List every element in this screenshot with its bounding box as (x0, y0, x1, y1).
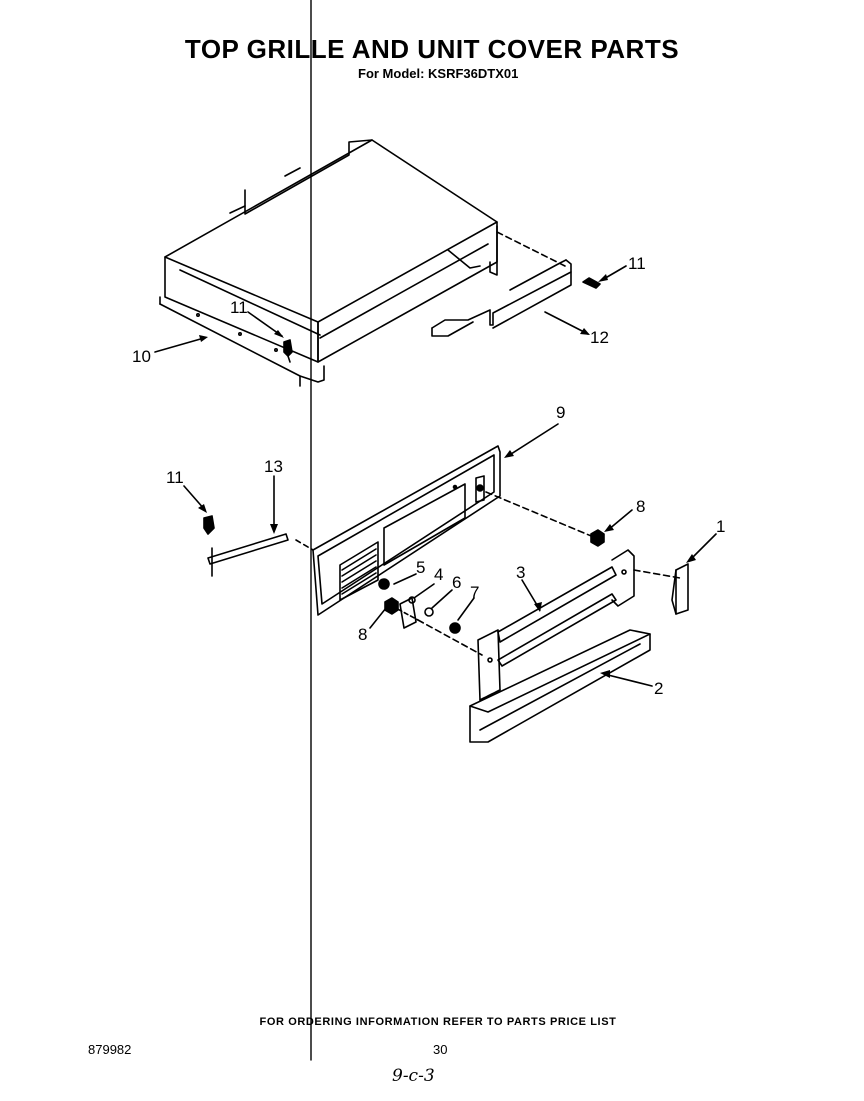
callout-label: 10 (132, 347, 151, 366)
bracket-part (431, 259, 572, 337)
document-number: 879982 (88, 1042, 132, 1057)
screw-part (582, 277, 601, 289)
callout-label: 2 (654, 679, 663, 698)
handwritten-note: 9-c-3 (392, 1066, 435, 1086)
spacer-part (408, 596, 416, 604)
callout-label: 6 (452, 573, 461, 592)
callout-label: 12 (590, 328, 609, 347)
callout-label: 11 (166, 468, 184, 487)
rod-part (207, 533, 289, 577)
grille-panel-part (312, 445, 501, 616)
model-number: For Model: KSRF36DTX01 (358, 66, 519, 81)
callout-label: 9 (556, 403, 565, 422)
screw-part (378, 578, 390, 590)
callout-label: 13 (264, 457, 283, 476)
callout-label: 8 (636, 497, 645, 516)
callout-label: 1 (716, 517, 725, 536)
page-title: TOP GRILLE AND UNIT COVER PARTS (184, 34, 680, 64)
leader-arrowheads (198, 274, 696, 678)
nut-part (449, 622, 461, 634)
callout-label: 11 (628, 254, 646, 273)
callout-label: 8 (358, 625, 367, 644)
washer-part (424, 607, 434, 617)
screw-part (203, 515, 215, 535)
end-bracket-part (671, 563, 689, 615)
callout-label: 5 (416, 558, 425, 577)
screw-part (283, 339, 293, 363)
page-number: 30 (433, 1042, 448, 1057)
washer-part (399, 597, 417, 629)
callout-labels: 11 12 10 11 9 11 13 8 1 5 4 6 7 3 8 2 (132, 254, 725, 698)
hinge-bracket-part (477, 549, 635, 701)
ordering-note: FOR ORDERING INFORMATION REFER TO PARTS … (259, 1016, 617, 1028)
nut-part (590, 529, 605, 547)
callout-label: 11 (230, 298, 248, 317)
callout-label: 3 (516, 563, 525, 582)
callout-label: 7 (470, 583, 479, 602)
unit-cover-part (159, 139, 498, 387)
trim-strip-part (469, 629, 651, 743)
callout-label: 4 (434, 565, 443, 584)
